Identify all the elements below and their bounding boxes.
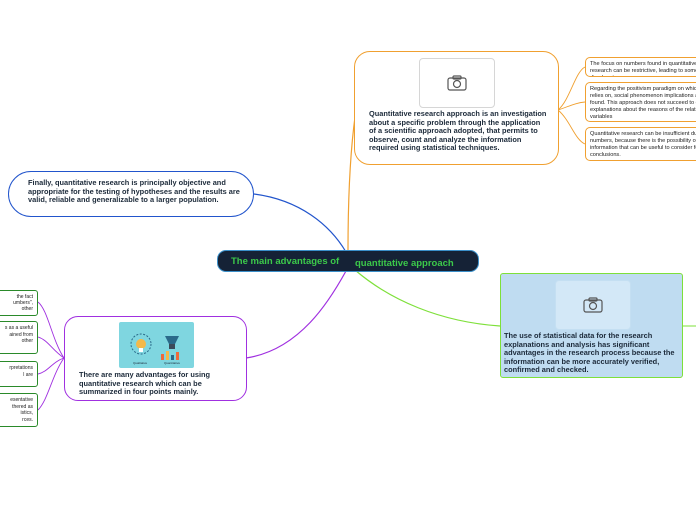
leaf-advantage-2[interactable]: s as a useful ained from other — [0, 321, 38, 354]
illustration-label-qualitative: Qualitative — [133, 361, 148, 365]
leaf-text: esentative thered as istics, rces. — [10, 397, 33, 423]
leaf-text: Quantitative research can be insufficien… — [590, 131, 696, 158]
topic-statistical-data-text: The use of statistical data for the rese… — [504, 331, 675, 375]
leaf-advantage-3[interactable]: rpretations l are — [0, 361, 38, 387]
leaf-advantage-1[interactable]: the fact umbers", other — [0, 290, 38, 316]
camera-icon — [447, 75, 467, 91]
branch-line-left-bottom — [245, 270, 347, 359]
branch-line-leaf-2 — [557, 101, 586, 111]
topic-statistical-data[interactable]: The use of statistical data for the rese… — [500, 273, 683, 378]
illustration-label-quantitative: Quantitative — [164, 361, 181, 365]
central-title-part1: The main advantages of — [231, 256, 340, 267]
leaf-text: the fact umbers", other — [13, 294, 33, 312]
camera-icon — [583, 297, 603, 313]
leaf-disadvantage-insufficient[interactable]: Quantitative research can be insufficien… — [585, 127, 696, 161]
branch-line-left-top — [253, 193, 347, 253]
central-title-part2: quantitative approach — [355, 258, 454, 269]
topic-four-points-text: There are many advantages for using quan… — [79, 370, 211, 397]
leaf-disadvantage-numbers[interactable]: The focus on numbers found in quantitati… — [585, 57, 696, 77]
branch-line-pleaf-3 — [37, 357, 65, 375]
branch-line-leaf-1 — [557, 66, 586, 111]
topic-definition[interactable]: Quantitative research approach is an inv… — [354, 51, 559, 165]
central-topic[interactable]: The main advantages of quantitative appr… — [217, 250, 479, 272]
topic-objective-text: Finally, quantitative research is princi… — [28, 178, 240, 205]
leaf-advantage-4[interactable]: esentative thered as istics, rces. — [0, 393, 38, 427]
branch-line-pleaf-4 — [37, 357, 65, 411]
illustration-graphic — [130, 333, 179, 360]
branch-line-pleaf-1 — [37, 301, 65, 359]
leaf-text: Regarding the positivism paradigm on whi… — [590, 86, 696, 120]
image-placeholder — [555, 280, 631, 330]
leaf-text: rpretations l are — [9, 365, 33, 378]
topic-four-points[interactable]: Qualitative Quantitative There are many … — [64, 316, 247, 401]
qualitative-quantitative-illustration: Qualitative Quantitative — [119, 322, 194, 368]
leaf-disadvantage-positivism[interactable]: Regarding the positivism paradigm on whi… — [585, 82, 696, 122]
branch-line-leaf-3 — [557, 109, 586, 145]
topic-objective[interactable]: Finally, quantitative research is princi… — [8, 171, 254, 217]
image-placeholder — [419, 58, 495, 108]
leaf-text: s as a useful ained from other — [4, 325, 33, 344]
leaf-text: The focus on numbers found in quantitati… — [590, 61, 696, 76]
topic-definition-text: Quantitative research approach is an inv… — [369, 109, 547, 153]
branch-line-right-middle — [354, 269, 501, 327]
branch-line-pleaf-2 — [37, 336, 65, 359]
